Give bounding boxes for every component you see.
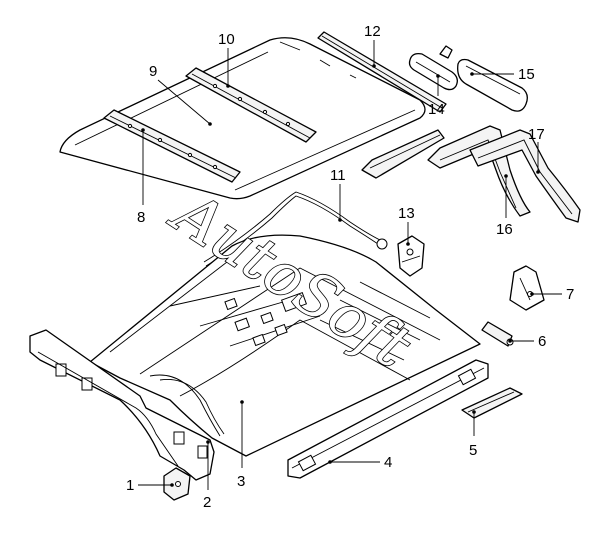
rear-crossmember [29,329,215,481]
bracket-7 [509,265,545,311]
callout-3: 3 [237,400,245,490]
callout-label-16: 16 [496,221,513,238]
callout-16: 16 [496,174,513,238]
callout-8: 8 [137,128,145,226]
callout-13: 13 [398,205,415,246]
callout-label-6: 6 [538,333,546,350]
roof-panel [59,37,426,200]
callout-5: 5 [469,410,477,459]
callout-label-12: 12 [364,23,381,40]
callout-2: 2 [203,440,211,511]
callout-label-2: 2 [203,494,211,511]
callout-4: 4 [328,454,392,471]
callout-label-10: 10 [218,31,235,48]
bracket-13 [397,235,425,277]
callout-14: 14 [428,74,445,118]
callout-label-9: 9 [149,63,157,80]
callout-7: 7 [530,286,574,303]
callout-label-13: 13 [398,205,415,222]
callout-12: 12 [364,23,381,68]
callout-label-14: 14 [428,101,445,118]
side-sill [287,359,489,479]
callout-15: 15 [470,66,535,83]
callout-11: 11 [330,167,346,222]
roof-bow-rear [185,67,317,143]
control-cable [203,191,388,267]
callout-1: 1 [126,477,174,494]
callout-10: 10 [218,31,235,88]
callout-label-11: 11 [330,167,346,184]
callout-label-15: 15 [518,66,535,83]
callout-label-1: 1 [126,477,134,494]
roof-bow-front [103,109,241,183]
callout-9: 9 [149,63,212,126]
callout-label-4: 4 [384,454,392,471]
callout-label-5: 5 [469,442,477,459]
callout-17: 17 [528,126,545,174]
callout-label-3: 3 [237,473,245,490]
small-bracket [163,467,191,501]
sun-visor [457,58,528,112]
step-plate [461,387,523,419]
windshield-header-strip [317,31,447,113]
callout-label-17: 17 [528,126,545,143]
callout-label-7: 7 [566,286,574,303]
rear-view-mirror [408,45,458,91]
floor-panel [89,234,481,457]
callout-label-8: 8 [137,209,145,226]
callout-6: 6 [508,333,546,350]
roof-side-rail-outer [469,129,581,223]
small-clip [481,321,514,347]
